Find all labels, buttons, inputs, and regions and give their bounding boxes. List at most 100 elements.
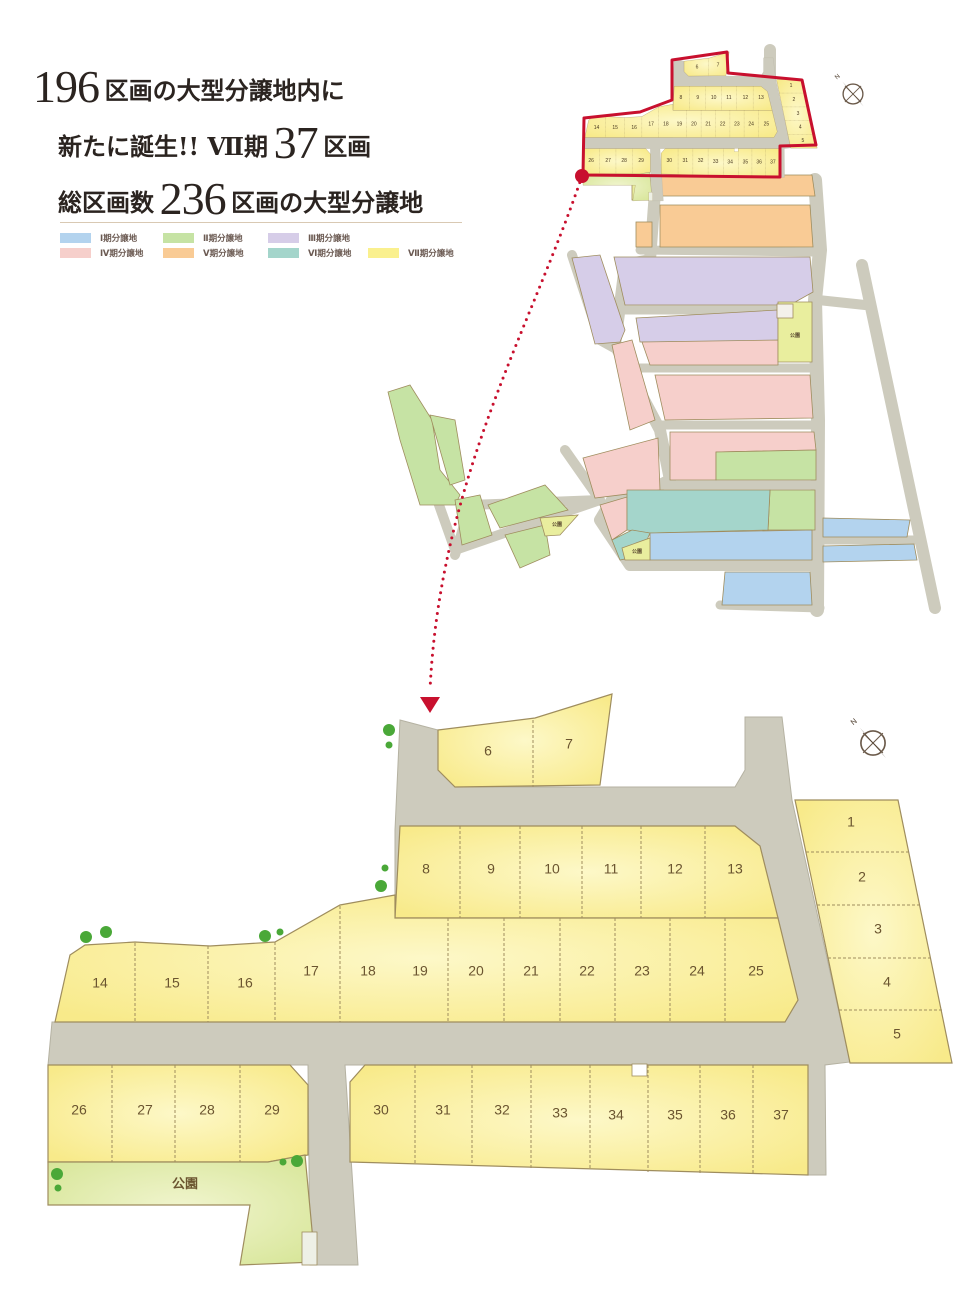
lot-number-23[interactable]: 23 [634,963,650,979]
legend-item-phase-7: Ⅶ期分譲地 [368,247,454,259]
overview-lot-number-5: 5 [802,138,805,144]
overview-lot-number-12: 12 [743,95,749,101]
legend-item-phase-3: Ⅲ期分譲地 [268,232,350,244]
lot-number-13[interactable]: 13 [727,861,743,877]
divider [60,222,462,223]
lot-number-30[interactable]: 30 [373,1102,389,1118]
legend-item-phase-5: Ⅴ期分譲地 [163,247,244,259]
overview-lot-number-28: 28 [621,158,627,164]
lot-number-19[interactable]: 19 [412,963,428,979]
headline-line-3: 総区画数 236 区画の大型分譲地 [58,172,423,225]
headline-number-196: 196 [33,61,100,112]
tree-icons [51,724,395,1192]
lot-number-9[interactable]: 9 [487,861,495,877]
lot-number-1[interactable]: 1 [847,814,855,830]
legend-swatch [368,248,399,258]
legend-item-phase-4: Ⅳ期分譲地 [60,247,143,259]
lot-number-11[interactable]: 11 [604,861,619,877]
overview-lot-number-26: 26 [588,158,594,164]
headline-number-37: 37 [273,117,319,168]
lot-number-35[interactable]: 35 [667,1107,683,1123]
legend-label: Ⅰ期分譲地 [100,234,138,244]
lot-number-25[interactable]: 25 [748,963,764,979]
lot-number-6[interactable]: 6 [484,743,492,759]
overview-lot-number-32: 32 [698,158,704,164]
headline-line-2: 新たに誕生!! Ⅶ期 37 区画 [58,116,371,169]
lot-number-34[interactable]: 34 [608,1107,624,1123]
overview-lot-number-22: 22 [720,122,726,128]
overview-lot-number-33: 33 [713,159,719,165]
legend-item-phase-2: Ⅱ期分譲地 [163,232,243,244]
lot-number-31[interactable]: 31 [435,1102,451,1118]
lot-number-28[interactable]: 28 [199,1102,215,1118]
lot-number-12[interactable]: 12 [667,861,683,877]
lot-number-7[interactable]: 7 [565,736,573,752]
lot-number-10[interactable]: 10 [544,861,560,877]
overview-park-label: 公園 [790,332,800,339]
lot-number-27[interactable]: 27 [137,1102,153,1118]
legend-swatch [60,233,91,243]
overview-lot-number-15: 15 [612,125,618,131]
overview-lot-number-21: 21 [705,122,711,128]
headline-prefix-3: 総区画数 [58,188,154,217]
lot-number-8[interactable]: 8 [422,861,430,877]
overview-lot-number-16: 16 [631,125,637,131]
lot-number-4[interactable]: 4 [883,974,891,990]
lot-number-32[interactable]: 32 [494,1102,510,1118]
overview-park-label: 公園 [632,548,642,555]
lot-number-24[interactable]: 24 [689,963,705,979]
headline-number-236: 236 [159,173,227,224]
overview-map: 公園 公園 公園 公園 1234567891011121314151617181… [387,44,941,617]
lot-number-22[interactable]: 22 [579,963,595,979]
overview-lot-number-27: 27 [605,158,611,164]
headline-line-1: 196 区画の大型分譲地内に [33,60,345,113]
headline-text-1: 区画の大型分譲地内に [104,76,345,105]
legend-item-phase-1: Ⅰ期分譲地 [60,232,137,244]
overview-lot-number-19: 19 [677,122,683,128]
lot-number-26[interactable]: 26 [71,1102,87,1118]
connector-start-dot [575,169,589,183]
overview-lot-number-3: 3 [797,111,800,117]
overview-lot-number-23: 23 [734,122,740,128]
overview-lot-number-2: 2 [793,97,796,103]
overview-lot-number-29: 29 [638,158,644,164]
legend-label: Ⅴ期分譲地 [203,249,244,259]
overview-lot-number-11: 11 [726,95,731,101]
legend-label: Ⅳ期分譲地 [100,249,144,259]
lot-number-21[interactable]: 21 [523,963,539,979]
compass-icon [847,715,888,760]
lot-number-14[interactable]: 14 [92,975,108,991]
overview-lot-number-18: 18 [663,122,669,128]
overview-park-label: 公園 [552,521,562,528]
arrow-down-icon [420,697,440,713]
overview-lot-number-8: 8 [680,95,683,101]
overview-lot-number-20: 20 [691,122,697,128]
lot-number-15[interactable]: 15 [164,975,180,991]
lot-number-3[interactable]: 3 [874,921,882,937]
headline-suffix-3: 区画の大型分譲地 [231,188,424,217]
legend-item-phase-6: Ⅵ期分譲地 [268,247,351,259]
phase-7-highlight-outline [581,50,818,179]
overview-lot-number-30: 30 [667,158,673,164]
lot-number-33[interactable]: 33 [552,1105,568,1121]
overview-phase-areas [387,174,918,606]
overview-lot-number-17: 17 [648,122,654,128]
lot-number-17[interactable]: 17 [303,963,319,979]
overview-lot-number-9: 9 [696,95,699,101]
overview-lot-number-25: 25 [764,122,770,128]
lot-number-29[interactable]: 29 [264,1102,280,1118]
lot-number-20[interactable]: 20 [468,963,484,979]
legend-label: Ⅱ期分譲地 [203,234,243,244]
lot-number-5[interactable]: 5 [893,1026,901,1042]
lot-number-2[interactable]: 2 [858,869,866,885]
headline-suffix-2: 区画 [323,132,372,161]
overview-lot-number-35: 35 [743,159,749,165]
overview-lot-number-10: 10 [711,95,717,101]
lot-number-18[interactable]: 18 [360,963,376,979]
lot-number-16[interactable]: 16 [237,975,253,991]
lot-number-36[interactable]: 36 [720,1107,736,1123]
lot-number-37[interactable]: 37 [773,1107,789,1123]
overview-lot-number-14: 14 [594,125,600,131]
